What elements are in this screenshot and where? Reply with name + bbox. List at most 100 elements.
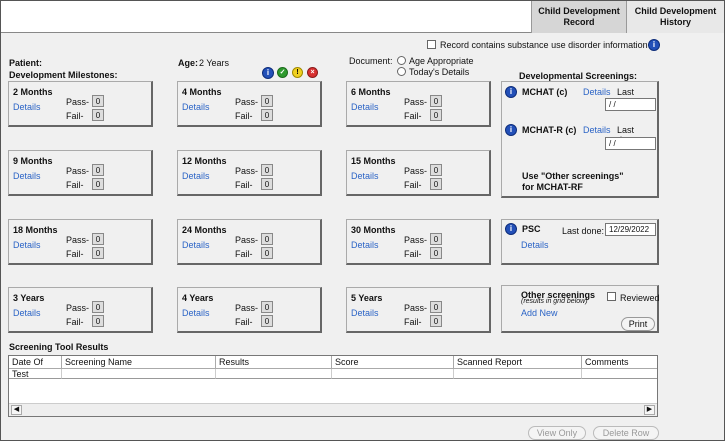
fail-label: Fail-: [404, 180, 422, 190]
milestone-details-link[interactable]: Details: [351, 171, 379, 181]
psc-last-done-field[interactable]: 12/29/2022: [605, 223, 656, 236]
mchat-screenings-box: i MCHAT (c) Details Last done: / / i MCH…: [501, 81, 659, 198]
mchat-details-link[interactable]: Details: [583, 87, 611, 97]
milestone-details-link[interactable]: Details: [182, 171, 210, 181]
milestone-title: 2 Months: [13, 87, 53, 97]
column-header-date-of-test[interactable]: Date Of Test: [9, 356, 62, 379]
table-row-cell[interactable]: [332, 369, 454, 379]
column-header-comments[interactable]: Comments: [582, 356, 657, 369]
column-header-scanned-report[interactable]: Scanned Report: [454, 356, 582, 369]
tab-label: History: [659, 17, 691, 27]
pass-label: Pass-: [235, 235, 259, 245]
pass-count: 0: [261, 301, 273, 313]
milestone-title: 18 Months: [13, 225, 58, 235]
milestone-title: 12 Months: [182, 156, 227, 166]
pass-label: Pass-: [66, 97, 90, 107]
delete-row-button[interactable]: Delete Row: [593, 426, 659, 440]
table-row-cell[interactable]: [62, 369, 216, 379]
mchat-note-line2: for MCHAT-RF: [522, 182, 583, 192]
milestone-details-link[interactable]: Details: [182, 308, 210, 318]
mchat-r-last-done-field[interactable]: / /: [605, 137, 656, 150]
milestone-details-link[interactable]: Details: [351, 240, 379, 250]
milestone-details-link[interactable]: Details: [13, 308, 41, 318]
tab-child-development-record[interactable]: Child Development Record: [531, 1, 626, 33]
add-new-link[interactable]: Add New: [521, 308, 558, 318]
tab-child-development-history[interactable]: Child Development History: [626, 1, 724, 33]
milestone-details-link[interactable]: Details: [182, 240, 210, 250]
screening-results-grid[interactable]: Date Of Test Screening Name Results Scor…: [8, 355, 658, 417]
mchat-name: MCHAT (c): [522, 87, 568, 97]
developmental-screenings-title: Developmental Screenings:: [519, 71, 638, 81]
pass-label: Pass-: [404, 303, 428, 313]
fail-count: 0: [92, 315, 104, 327]
screening-tool-results-title: Screening Tool Results: [9, 342, 109, 352]
milestone-title: 4 Months: [182, 87, 222, 97]
pass-count: 0: [92, 301, 104, 313]
reviewed-checkbox[interactable]: [607, 292, 616, 301]
mchat-r-details-link[interactable]: Details: [583, 125, 611, 135]
development-milestones-label: Development Milestones:: [9, 70, 118, 80]
warning-icon[interactable]: !: [292, 67, 303, 78]
fail-label: Fail-: [66, 180, 84, 190]
pass-count: 0: [430, 301, 442, 313]
milestone-title: 15 Months: [351, 156, 396, 166]
milestone-title: 6 Months: [351, 87, 391, 97]
fail-label: Fail-: [66, 249, 84, 259]
milestone-details-link[interactable]: Details: [351, 308, 379, 318]
check-icon[interactable]: ✓: [277, 67, 288, 78]
substance-use-checkbox[interactable]: [427, 40, 436, 49]
view-only-button[interactable]: View Only: [528, 426, 586, 440]
error-icon[interactable]: ×: [307, 67, 318, 78]
mchat-last-done-field[interactable]: / /: [605, 98, 656, 111]
radio-todays-details[interactable]: [397, 67, 406, 76]
column-header-score[interactable]: Score: [332, 356, 454, 369]
pass-label: Pass-: [66, 303, 90, 313]
column-header-screening-name[interactable]: Screening Name: [62, 356, 216, 369]
mchat-info-icon[interactable]: i: [505, 86, 517, 98]
pass-count: 0: [261, 164, 273, 176]
scroll-left-icon[interactable]: ◀: [11, 405, 22, 415]
fail-count: 0: [261, 315, 273, 327]
radio-age-appropriate-label: Age Appropriate: [409, 56, 474, 66]
pass-count: 0: [92, 164, 104, 176]
milestone-details-link[interactable]: Details: [182, 102, 210, 112]
fail-count: 0: [92, 109, 104, 121]
milestone-details-link[interactable]: Details: [13, 240, 41, 250]
fail-count: 0: [430, 109, 442, 121]
tab-label: Record: [563, 17, 595, 27]
scroll-right-icon[interactable]: ▶: [644, 405, 655, 415]
column-header-results[interactable]: Results: [216, 356, 332, 369]
document-label: Document:: [349, 56, 393, 66]
other-screenings-title: Other screenings: [521, 290, 596, 300]
table-row-cell[interactable]: [582, 369, 657, 379]
print-button[interactable]: Print: [621, 317, 655, 331]
milestone-details-link[interactable]: Details: [13, 102, 41, 112]
mchat-r-info-icon[interactable]: i: [505, 124, 517, 136]
psc-info-icon[interactable]: i: [505, 223, 517, 235]
table-row-cell[interactable]: [9, 369, 62, 379]
patient-label: Patient:: [9, 58, 43, 68]
milestone-2-months: 2 Months Details Pass- 0 Fail- 0: [8, 81, 153, 127]
milestone-title: 5 Years: [351, 293, 383, 303]
pass-count: 0: [92, 95, 104, 107]
pass-label: Pass-: [66, 166, 90, 176]
horizontal-scrollbar[interactable]: ◀ ▶: [9, 403, 657, 416]
table-row-cell[interactable]: [216, 369, 332, 379]
radio-age-appropriate[interactable]: [397, 56, 406, 65]
fail-count: 0: [261, 178, 273, 190]
substance-info-icon[interactable]: i: [648, 39, 660, 51]
reviewed-label: Reviewed: [620, 293, 660, 303]
milestone-details-link[interactable]: Details: [351, 102, 379, 112]
milestone-30-months: 30 Months Details Pass- 0 Fail- 0: [346, 219, 491, 265]
tab-label: Child Development: [634, 6, 717, 16]
fail-count: 0: [92, 247, 104, 259]
pass-count: 0: [430, 164, 442, 176]
psc-details-link[interactable]: Details: [521, 240, 549, 250]
fail-label: Fail-: [66, 111, 84, 121]
info-icon[interactable]: i: [262, 67, 274, 79]
fail-count: 0: [261, 109, 273, 121]
milestone-details-link[interactable]: Details: [13, 171, 41, 181]
table-row-cell[interactable]: [454, 369, 582, 379]
pass-label: Pass-: [404, 235, 428, 245]
pass-count: 0: [261, 95, 273, 107]
